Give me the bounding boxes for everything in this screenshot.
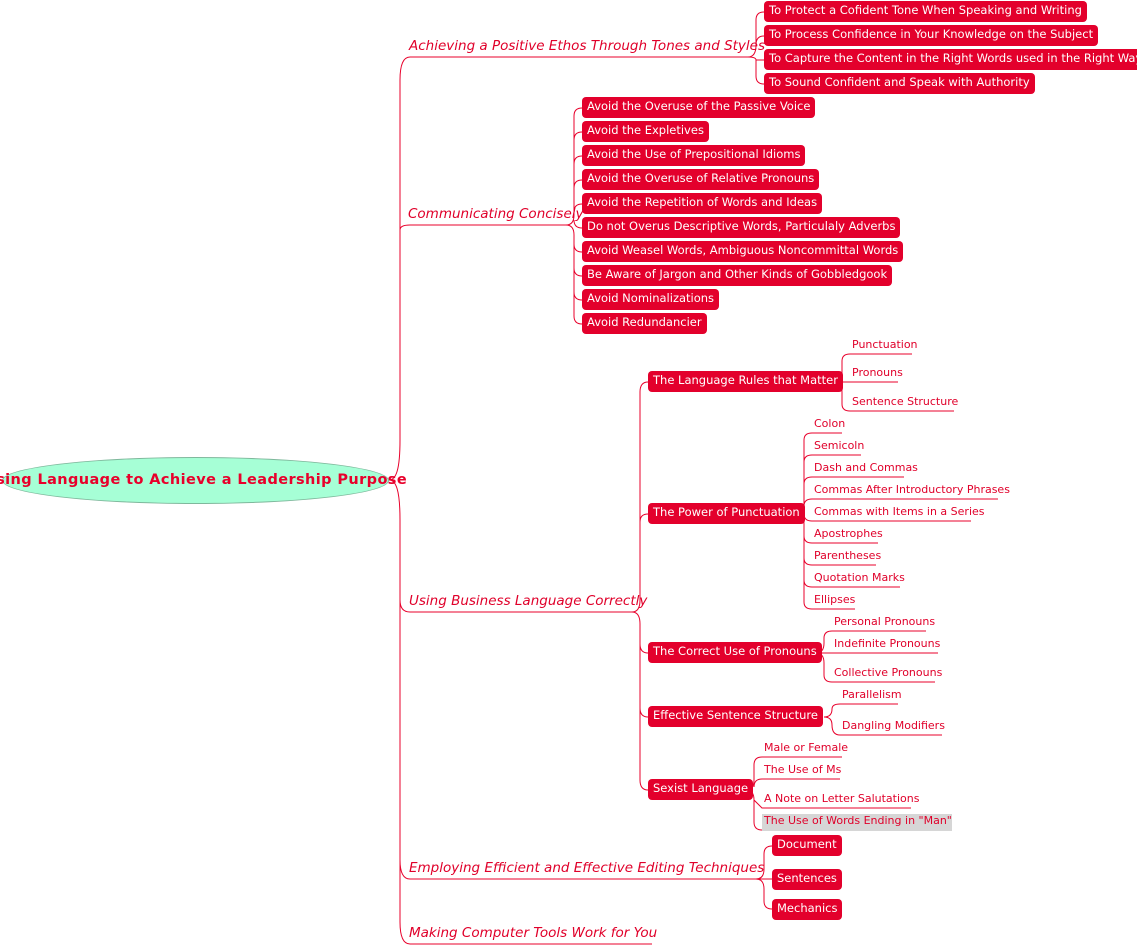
leaf-pronouns[interactable]: Indefinite Pronouns (834, 637, 941, 650)
subbranch-punctuation[interactable]: The Power of Punctuation (648, 503, 805, 524)
leaf-sexist-selected[interactable]: The Use of Words Ending in "Man" (762, 814, 952, 831)
leaf-punctuation[interactable]: Apostrophes (814, 527, 883, 540)
editing-item[interactable]: Sentences (772, 869, 842, 890)
concise-item[interactable]: Do not Overus Descriptive Words, Particu… (582, 217, 901, 238)
leaf-punctuation[interactable]: Colon (814, 417, 846, 430)
leaf-punctuation[interactable]: Semicoln (814, 439, 865, 452)
leaf-sexist[interactable]: Male or Female (764, 741, 849, 754)
subbranch-pronouns[interactable]: The Correct Use of Pronouns (648, 642, 822, 663)
concise-item[interactable]: Avoid the Overuse of the Passive Voice (582, 97, 816, 118)
leaf-punctuation[interactable]: Ellipses (814, 593, 856, 606)
branch-computer-tools[interactable]: Making Computer Tools Work for You (409, 925, 658, 941)
leaf-pronouns[interactable]: Personal Pronouns (834, 615, 936, 628)
concise-item[interactable]: Avoid the Use of Prepositional Idioms (582, 145, 806, 166)
leaf-rules[interactable]: Punctuation (852, 338, 918, 351)
leaf-sentence[interactable]: Parallelism (842, 688, 902, 701)
leaf-pronouns[interactable]: Collective Pronouns (834, 666, 943, 679)
leaf-punctuation[interactable]: Commas with Items in a Series (814, 505, 985, 518)
branch-ethos[interactable]: Achieving a Positive Ethos Through Tones… (409, 38, 766, 54)
editing-item[interactable]: Document (772, 835, 842, 856)
concise-item[interactable]: Avoid the Expletives (582, 121, 709, 142)
ethos-item[interactable]: To Process Confidence in Your Knowledge … (764, 25, 1099, 46)
leaf-sexist[interactable]: The Use of Ms (764, 763, 842, 776)
ethos-item[interactable]: To Sound Confident and Speak with Author… (764, 73, 1035, 94)
branch-editing[interactable]: Employing Efficient and Effective Editin… (409, 860, 765, 876)
leaf-punctuation[interactable]: Dash and Commas (814, 461, 918, 474)
root-topic[interactable]: Using Language to Achieve a Leadership P… (0, 457, 407, 504)
concise-item[interactable]: Be Aware of Jargon and Other Kinds of Go… (582, 265, 893, 286)
leaf-rules[interactable]: Pronouns (852, 366, 903, 379)
leaf-punctuation[interactable]: Commas After Introductory Phrases (814, 483, 1010, 496)
subbranch-sexist-language[interactable]: Sexist Language (648, 779, 754, 800)
subbranch-language-rules[interactable]: The Language Rules that Matter (648, 371, 843, 392)
leaf-sentence[interactable]: Dangling Modifiers (842, 719, 945, 732)
concise-item[interactable]: Avoid Weasel Words, Ambiguous Noncommitt… (582, 241, 904, 262)
concise-item[interactable]: Avoid the Overuse of Relative Pronouns (582, 169, 820, 190)
leaf-sexist[interactable]: A Note on Letter Salutations (764, 792, 920, 805)
editing-item[interactable]: Mechanics (772, 899, 843, 920)
concise-item[interactable]: Avoid the Repetition of Words and Ideas (582, 193, 823, 214)
subbranch-sentence-structure[interactable]: Effective Sentence Structure (648, 706, 823, 727)
concise-item[interactable]: Avoid Redundancier (582, 313, 707, 334)
leaf-punctuation[interactable]: Quotation Marks (814, 571, 905, 584)
leaf-punctuation[interactable]: Parentheses (814, 549, 882, 562)
branch-concise[interactable]: Communicating Concisely (408, 206, 584, 222)
leaf-rules[interactable]: Sentence Structure (852, 395, 959, 408)
ethos-item[interactable]: To Protect a Cofident Tone When Speaking… (764, 1, 1087, 22)
ethos-item[interactable]: To Capture the Content in the Right Word… (764, 49, 1137, 70)
concise-item[interactable]: Avoid Nominalizations (582, 289, 720, 310)
branch-business-language[interactable]: Using Business Language Correctly (409, 593, 648, 609)
